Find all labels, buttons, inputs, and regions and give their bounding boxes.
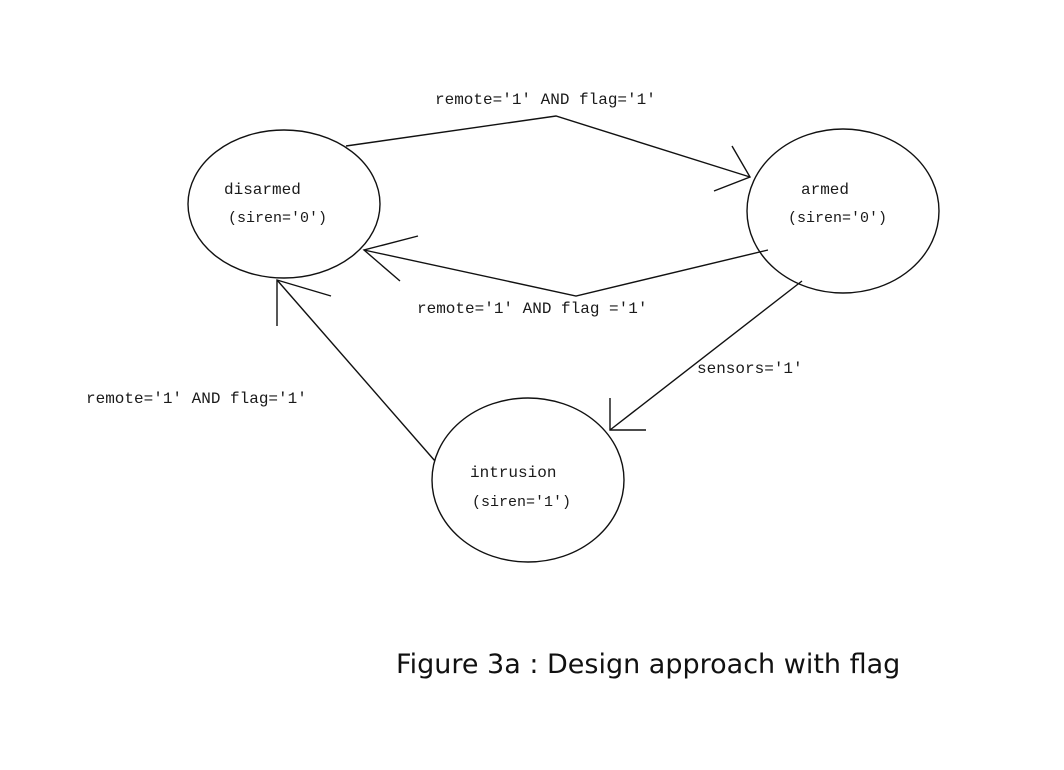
state-disarmed-output: (siren='0') (228, 210, 327, 227)
transition-armed-to-intrusion-line (609, 280, 803, 431)
state-intrusion-circle (431, 397, 625, 563)
transition-intrusion-to-disarmed-line (276, 279, 436, 462)
state-intrusion-name: intrusion (470, 464, 556, 482)
state-armed-output: (siren='0') (788, 210, 887, 227)
state-disarmed: disarmed (siren='0') (187, 129, 381, 279)
arrowhead-intrusion-icon (609, 398, 646, 431)
transition-disarmed-to-armed-line (345, 115, 751, 178)
state-intrusion: intrusion (siren='1') (431, 397, 625, 563)
transition-armed-to-disarmed-label: remote='1' AND flag ='1' (417, 300, 647, 318)
state-disarmed-circle (187, 129, 381, 279)
state-armed-circle (746, 128, 940, 294)
arrowhead-armed-icon (713, 145, 752, 192)
figure-caption: Figure 3a : Design approach with flag (396, 649, 900, 680)
state-disarmed-name: disarmed (224, 181, 301, 199)
transition-armed-to-disarmed: remote='1' AND flag ='1' (362, 235, 769, 318)
state-armed-name: armed (801, 181, 849, 199)
arrowhead-disarmed-return-icon (276, 279, 332, 326)
transition-armed-to-intrusion: sensors='1' (609, 280, 803, 431)
transition-armed-to-intrusion-label: sensors='1' (697, 360, 803, 378)
state-intrusion-output: (siren='1') (472, 494, 571, 511)
state-armed: armed (siren='0') (746, 128, 940, 294)
transition-intrusion-to-disarmed-label: remote='1' AND flag='1' (86, 390, 307, 408)
transition-intrusion-to-disarmed: remote='1' AND flag='1' (86, 279, 436, 462)
transition-disarmed-to-armed-label: remote='1' AND flag='1' (435, 91, 656, 109)
arrowhead-disarmed-icon (362, 235, 419, 282)
transition-armed-to-disarmed-line (363, 249, 769, 297)
transition-disarmed-to-armed: remote='1' AND flag='1' (345, 91, 752, 192)
